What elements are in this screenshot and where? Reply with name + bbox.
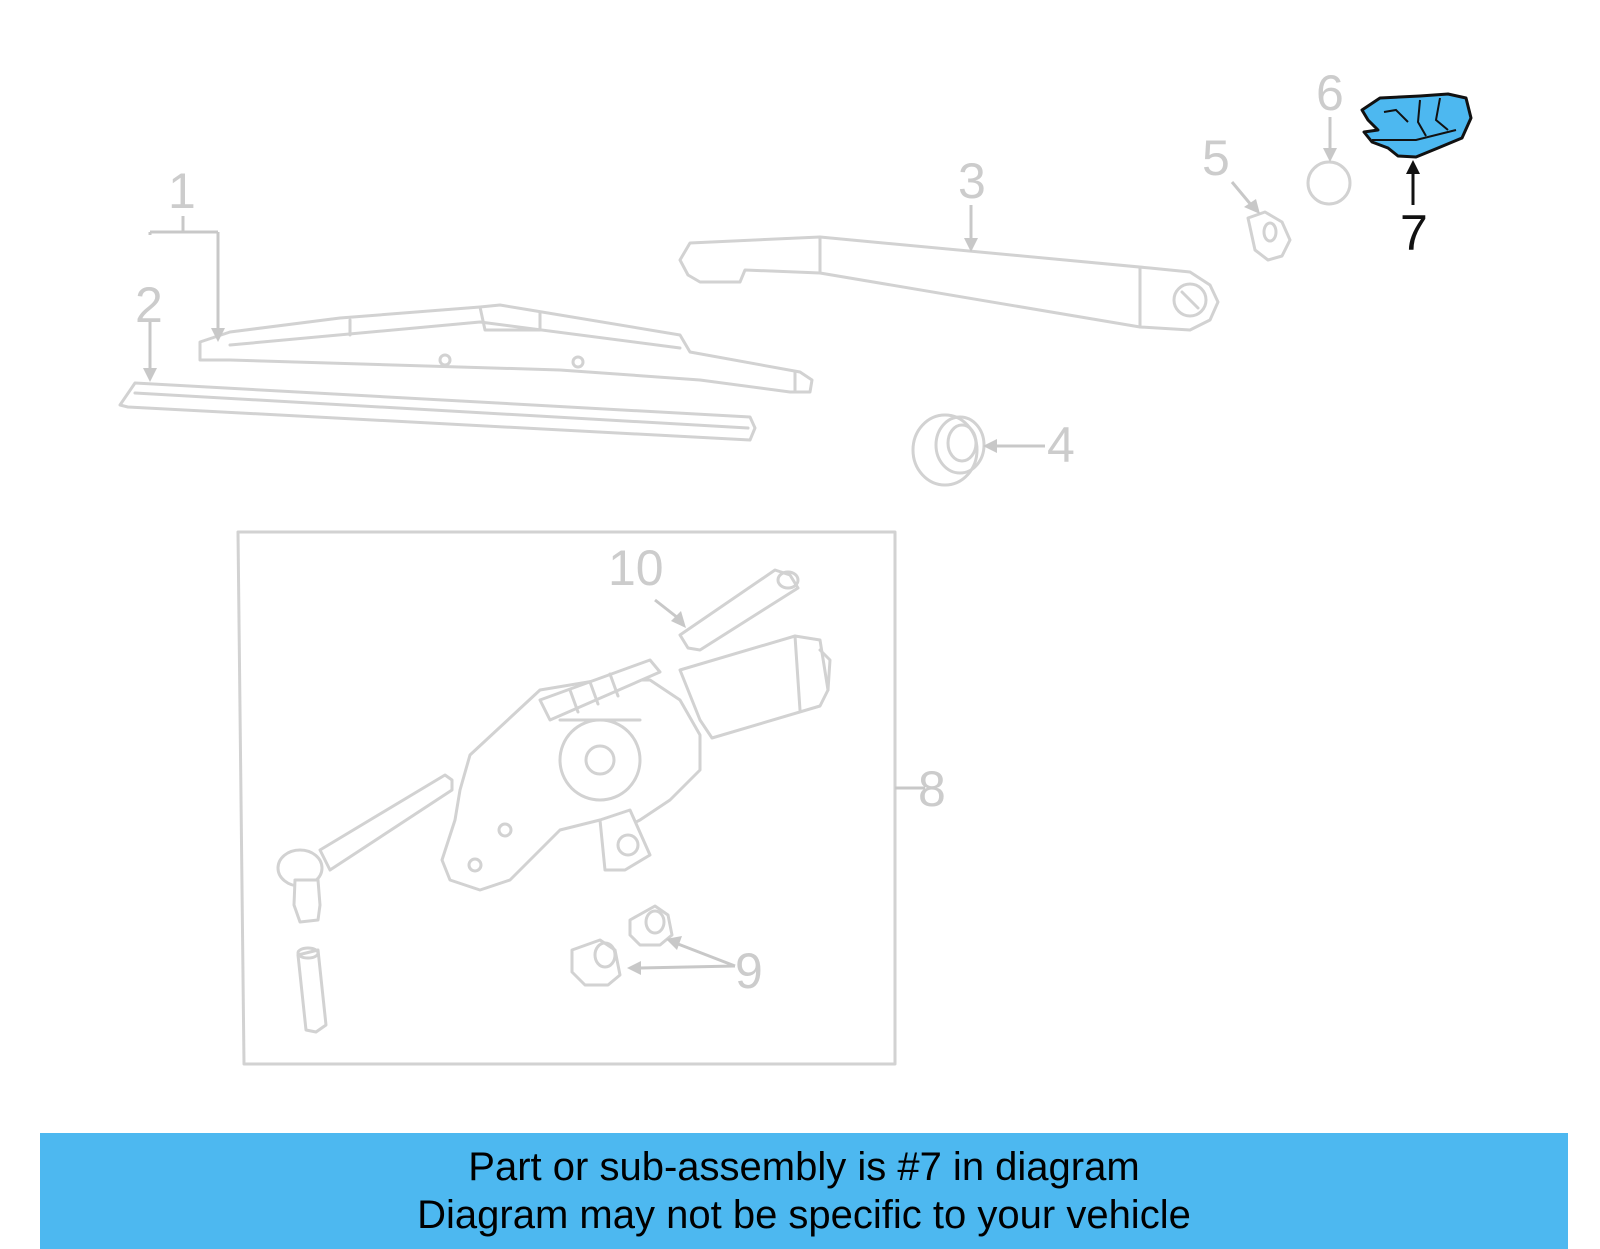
leader-lines (143, 117, 1420, 975)
wiper-blade-frame (198, 303, 814, 394)
info-banner: Part or sub-assembly is #7 in diagram Di… (40, 1133, 1568, 1249)
linkage-rod (276, 773, 454, 924)
nut (1246, 210, 1292, 262)
banner-line-2: Diagram may not be specific to your vehi… (417, 1193, 1191, 1237)
callout-10: 10 (608, 540, 664, 596)
pivot-pin (296, 946, 328, 1034)
highlighted-cover-part-7[interactable] (1360, 92, 1473, 159)
motor-assembly-frame (236, 530, 897, 1066)
callout-5: 5 (1202, 130, 1230, 186)
callout-8: 8 (918, 761, 946, 817)
callout-2: 2 (135, 277, 163, 333)
banner-line-1: Part or sub-assembly is #7 in diagram (468, 1145, 1140, 1189)
spacer-rod (678, 568, 800, 652)
callout-7: 7 (1400, 205, 1428, 261)
bushings (570, 904, 674, 987)
wiper-arm (678, 235, 1220, 332)
grommet (911, 413, 986, 487)
callout-9: 9 (735, 943, 763, 999)
callout-4: 4 (1047, 417, 1075, 473)
callout-3: 3 (958, 153, 986, 209)
callout-1: 1 (168, 163, 196, 219)
wiper-motor (440, 634, 832, 892)
wiper-blade-refill (118, 381, 757, 442)
callout-6: 6 (1316, 65, 1344, 121)
cap-ring (1306, 160, 1352, 206)
